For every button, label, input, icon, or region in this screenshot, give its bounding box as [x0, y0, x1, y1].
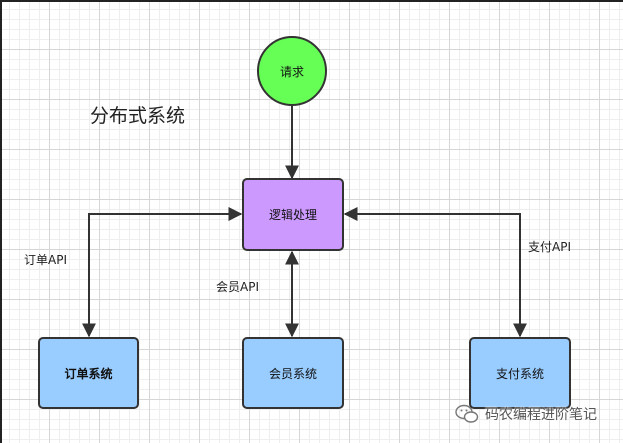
watermark: 码农编程进阶笔记 [455, 404, 597, 424]
canvas-border-top [0, 0, 623, 2]
edge-logic-payment [343, 207, 527, 338]
request-node: 请求 [257, 36, 327, 106]
watermark-text: 码农编程进阶笔记 [485, 407, 597, 423]
order-system-node: 订单系统 [38, 337, 139, 409]
payment-api-label: 支付API [528, 240, 571, 254]
payment-system-node: 支付系统 [469, 337, 571, 409]
logic-node: 逻辑处理 [242, 178, 344, 251]
member-system-node: 会员系统 [242, 337, 344, 409]
canvas-border-left [0, 0, 2, 443]
order-api-label: 订单API [24, 253, 67, 267]
wechat-icon [455, 404, 479, 423]
edge-logic-order [82, 207, 243, 338]
member-api-label: 会员API [216, 280, 259, 294]
diagram-title: 分布式系统 [90, 105, 186, 127]
